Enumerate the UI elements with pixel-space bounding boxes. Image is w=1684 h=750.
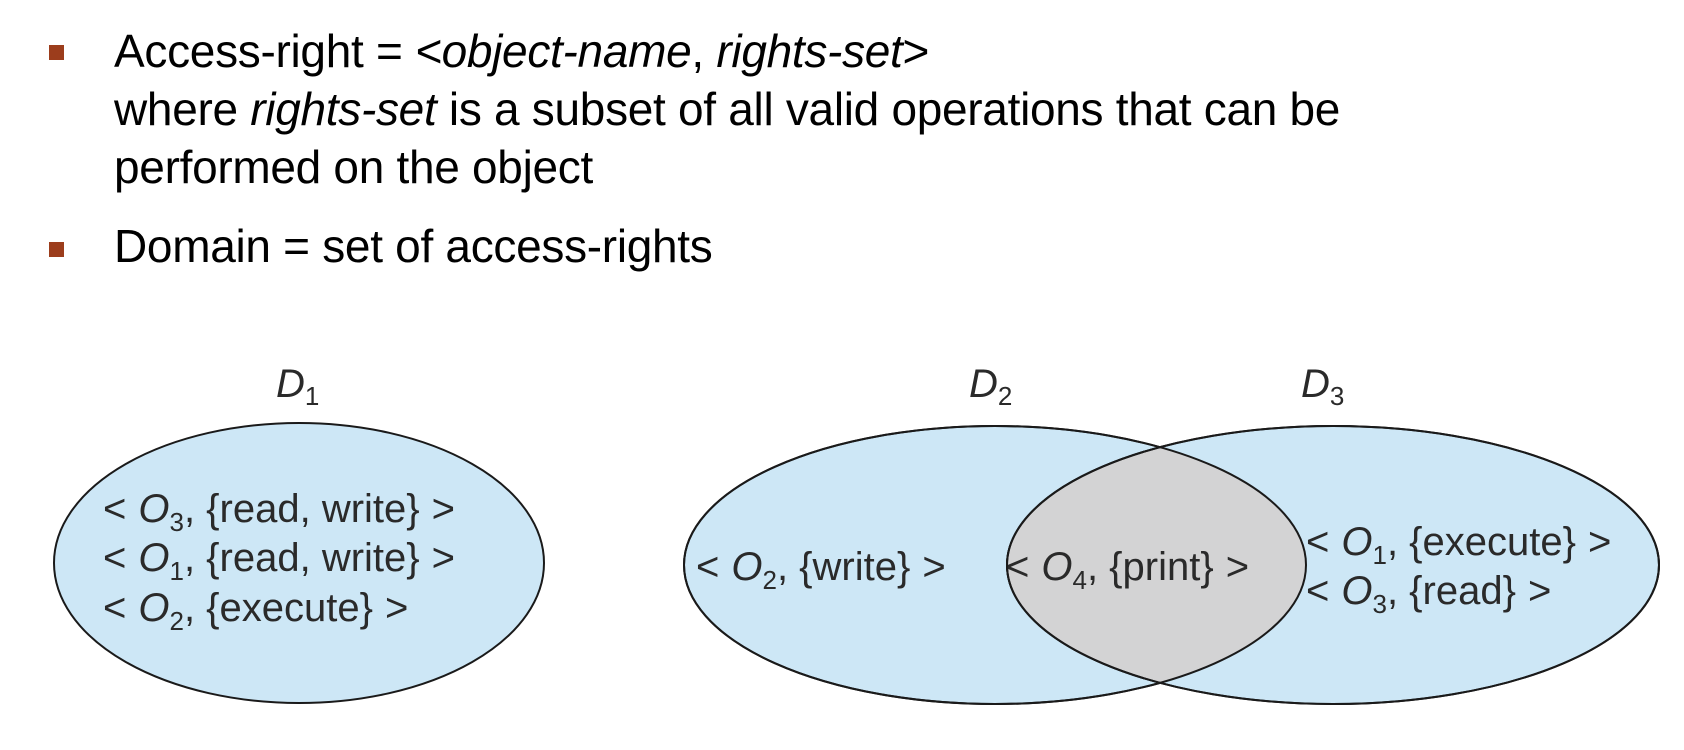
bullet-access-right: Access-right = <object-name, rights-set>…	[114, 22, 1340, 196]
text-italic: <object-name	[415, 25, 692, 77]
bullet-marker	[49, 242, 64, 257]
bracket: >	[1226, 545, 1249, 589]
bracket: <	[103, 487, 126, 531]
rights: , {read, write}	[184, 536, 420, 580]
shared-entry: < O4, {print} >	[1006, 545, 1249, 595]
text: is a subset of all valid operations that…	[436, 83, 1341, 135]
domain-d3-label: D3	[1301, 362, 1344, 411]
label: D	[1301, 362, 1330, 406]
bracket: >	[1588, 520, 1611, 564]
bracket: >	[432, 487, 455, 531]
subscript: 1	[1372, 540, 1386, 570]
d1-entry: < O1, {read, write} >	[103, 536, 455, 586]
object: O	[1341, 569, 1372, 613]
text: where	[114, 83, 251, 135]
d3-entry: < O1, {execute} >	[1306, 520, 1611, 570]
bracket: <	[103, 586, 126, 630]
subscript: 3	[169, 507, 183, 537]
bracket: >	[922, 545, 945, 589]
object: O	[731, 545, 762, 589]
rights: , {execute}	[184, 586, 373, 630]
bracket: >	[432, 536, 455, 580]
bracket: <	[1006, 545, 1029, 589]
label: D	[969, 362, 998, 406]
bracket: <	[696, 545, 719, 589]
bracket: <	[103, 536, 126, 580]
d1-entry: < O3, {read, write} >	[103, 487, 455, 537]
bracket: >	[385, 586, 408, 630]
bracket: <	[1306, 569, 1329, 613]
object: O	[1341, 520, 1372, 564]
bullet-access-right-line2: where rights-set is a subset of all vali…	[114, 80, 1340, 138]
bullet-domain: Domain = set of access-rights	[114, 220, 713, 272]
subscript: 2	[169, 606, 183, 636]
label: D	[276, 362, 305, 406]
text: >	[902, 25, 930, 77]
text: ,	[691, 25, 717, 77]
rights: , {write}	[777, 545, 910, 589]
domain-d1-label: D1	[276, 362, 319, 411]
object: O	[138, 487, 169, 531]
bracket: <	[1306, 520, 1329, 564]
subscript: 4	[1072, 565, 1086, 595]
domain-d2-label: D2	[969, 362, 1012, 411]
text: Access-right =	[114, 25, 415, 77]
bracket: >	[1528, 569, 1551, 613]
subscript: 1	[169, 556, 183, 586]
bullet-access-right-line1: Access-right = <object-name, rights-set>	[114, 22, 1340, 80]
d1-entry: < O2, {execute} >	[103, 586, 408, 636]
subscript: 1	[305, 381, 319, 411]
domain-d2-outline	[683, 425, 1307, 705]
rights: , {read, write}	[184, 487, 420, 531]
rights: , {execute}	[1387, 520, 1576, 564]
object: O	[138, 536, 169, 580]
bullet-marker	[49, 45, 64, 60]
subscript: 3	[1372, 589, 1386, 619]
d2-entry: < O2, {write} >	[696, 545, 946, 595]
rights: , {read}	[1387, 569, 1516, 613]
subscript: 2	[998, 381, 1012, 411]
domain-d1-ellipse	[53, 422, 545, 704]
object: O	[1041, 545, 1072, 589]
text-italic: rights-set	[716, 25, 903, 77]
object: O	[138, 586, 169, 630]
domain-d3-outline	[1006, 425, 1660, 705]
text-italic: rights-set	[250, 83, 437, 135]
d3-entry: < O3, {read} >	[1306, 569, 1551, 619]
rights: , {print}	[1087, 545, 1214, 589]
bullet-access-right-line3: performed on the object	[114, 141, 593, 193]
subscript: 2	[762, 565, 776, 595]
subscript: 3	[1330, 381, 1344, 411]
